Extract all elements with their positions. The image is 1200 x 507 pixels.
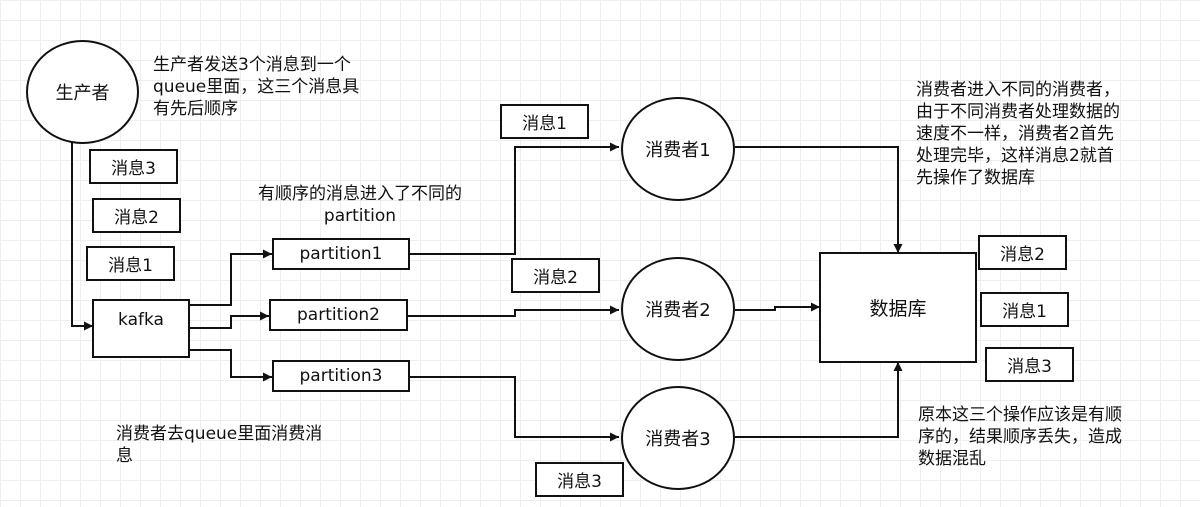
message-box: 消息1 <box>980 292 1069 327</box>
partition1-node[interactable]: partition1 <box>272 238 410 270</box>
edge-consumer3-database <box>735 362 903 438</box>
kafka-node[interactable]: kafka <box>92 299 190 358</box>
consumer1-node[interactable]: 消费者1 <box>621 97 735 201</box>
producer-node[interactable]: 生产者 <box>26 40 139 144</box>
message-box: 消息3 <box>89 149 178 184</box>
message-box: 消息2 <box>92 198 181 233</box>
message-box: 消息3 <box>985 347 1074 382</box>
partition-note: 有顺序的消息进入了不同的 partition <box>258 184 462 226</box>
edge-consumer2-database <box>735 302 820 312</box>
partition3-node[interactable]: partition3 <box>272 360 410 392</box>
edge-kafka-partition3 <box>190 349 272 382</box>
message-box: 消息3 <box>535 462 624 497</box>
edge-partition3-consumer3 <box>410 376 619 442</box>
consumer-note: 消费者进入不同的消费者， 由于不同消费者处理数据的 速度不一样，消费者2首先 处… <box>916 80 1120 188</box>
edge-partition2-consumer2 <box>408 305 619 317</box>
result-note: 原本这三个操作应该是有顺 序的，结果顺序丢失，造成 数据混乱 <box>918 405 1122 469</box>
consumer3-node[interactable]: 消费者3 <box>621 386 735 490</box>
message-box: 消息1 <box>500 104 589 139</box>
edge-consumer1-database <box>735 146 903 253</box>
message-box: 消息2 <box>978 235 1067 270</box>
edge-kafka-partition1 <box>190 249 272 306</box>
edge-kafka-partition2 <box>190 311 269 329</box>
consume-note: 消费者去queue里面消费消 息 <box>116 424 323 466</box>
edge-producer-kafka <box>71 140 93 331</box>
database-node[interactable]: 数据库 <box>819 252 977 363</box>
message-box: 消息2 <box>511 258 600 293</box>
partition2-node[interactable]: partition2 <box>269 299 408 331</box>
consumer2-node[interactable]: 消费者2 <box>621 257 735 361</box>
message-box: 消息1 <box>86 246 175 281</box>
edge-partition1-consumer1 <box>410 142 619 255</box>
producer-note: 生产者发送3个消息到一个 queue里面，这三个消息具 有先后顺序 <box>153 55 360 119</box>
